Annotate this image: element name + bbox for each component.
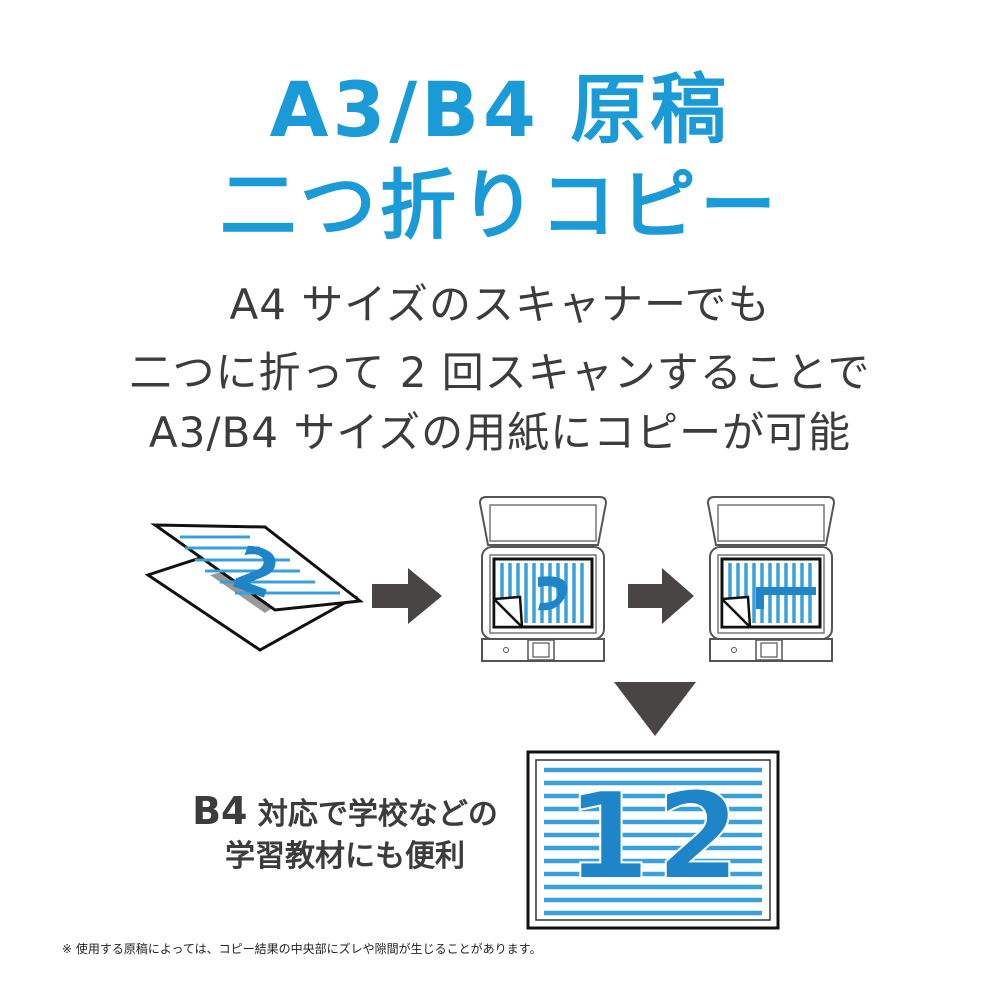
feature-prefix: B4 [192,789,248,833]
right-arrow-icon [628,568,694,624]
result-a3-copy-illustration: 1 2 [526,750,780,930]
scanner-scan-page-1 [706,496,836,662]
right-arrow-icon [372,568,442,624]
footnote: ※ 使用する原稿によっては、コピー結果の中央部にズレや隙間が生じることがあります… [62,942,542,956]
folded-paper-illustration: 2 [144,523,364,652]
feature-text: 対応で学校などの [247,797,498,832]
subtitle-line-2: 二つに折って 2 回スキャンすることで [129,348,871,397]
feature-line-1: B4 対応で学校などの [180,792,510,830]
down-arrow-icon [614,682,696,736]
scanner-scan-page-2 [478,496,608,662]
feature-line-2: 学習教材にも便利 [225,839,465,874]
title-line-2: 二つ折りコピー [220,161,780,250]
result-number-1: 1 [566,768,650,907]
text-lines [180,535,340,595]
subtitle-line-1: A4 サイズのスキャナーでも [229,280,771,329]
title-line-1: A3/B4 原稿 [269,65,731,154]
subtitle-line-3: A3/B4 サイズの用紙にコピーが可能 [148,408,852,457]
result-number-2: 2 [656,768,740,907]
